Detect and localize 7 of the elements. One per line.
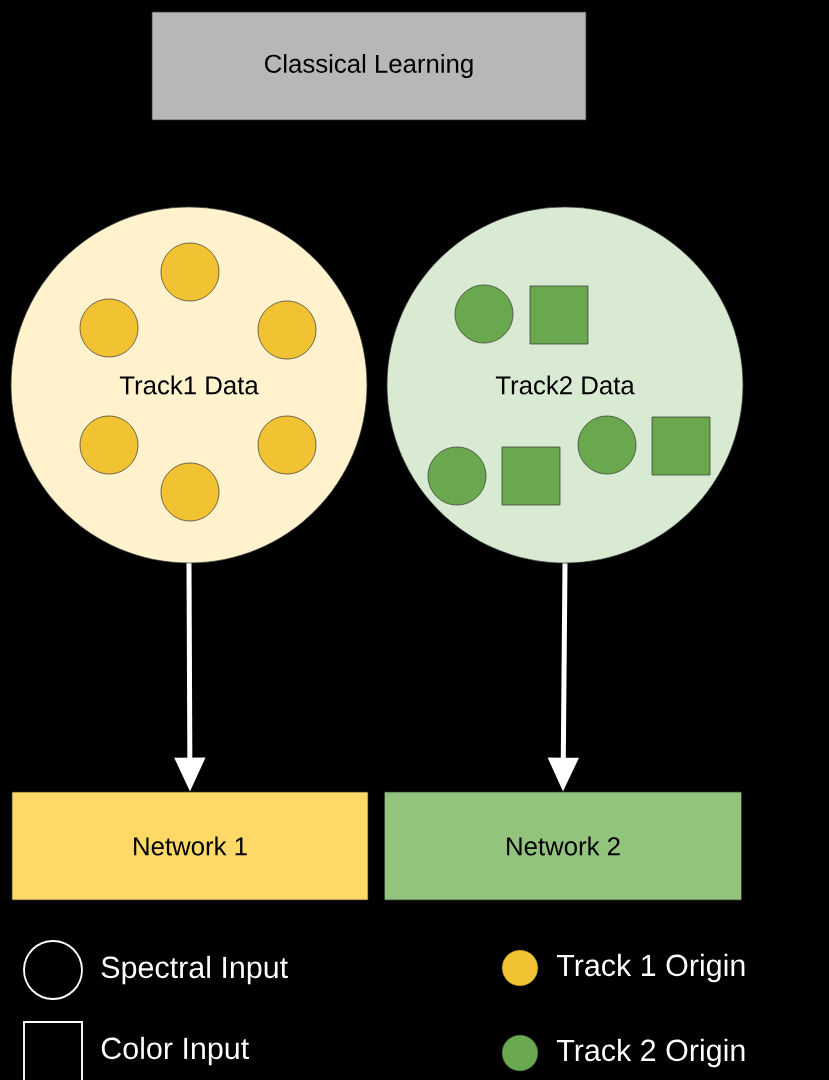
network-box: Network 2: [384, 791, 742, 901]
legend-label: Track 2 Origin: [556, 1038, 745, 1068]
legend-label: Track 1 Origin: [556, 953, 745, 983]
title-box: Classical Learning: [151, 11, 587, 121]
network-box: Network 1: [11, 791, 369, 901]
legend-label: Spectral Input: [101, 955, 288, 985]
legend-label: Color Input: [101, 1036, 249, 1066]
